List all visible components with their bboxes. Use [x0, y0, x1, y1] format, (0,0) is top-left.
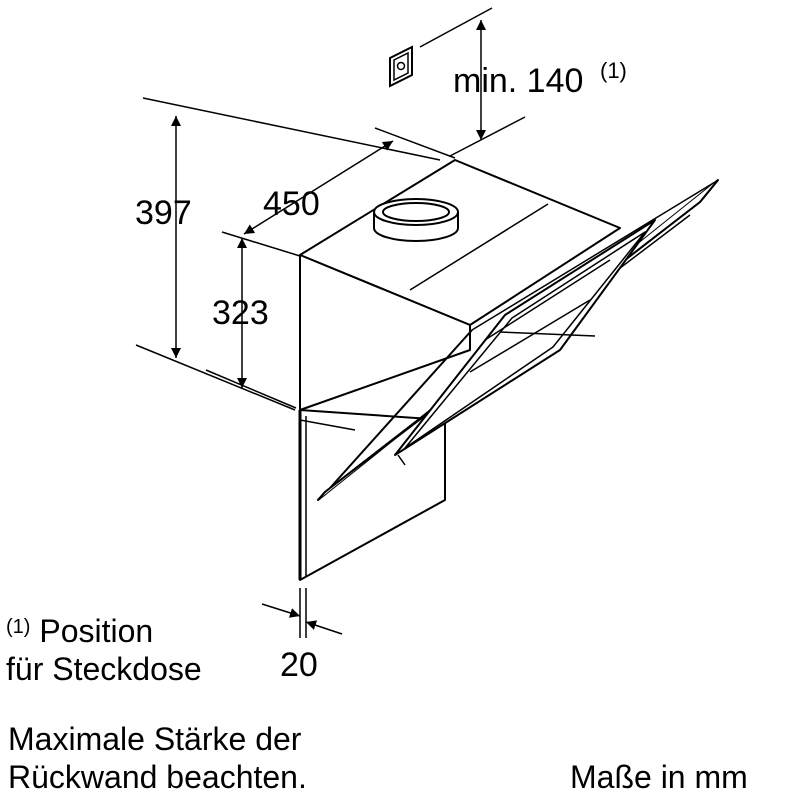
footnote-socket-position: (1) Position für Steckdose [6, 612, 202, 688]
dimension-20-label: 20 [280, 646, 318, 684]
dimension-depth [243, 127, 456, 235]
dimension-450-label: 450 [263, 185, 320, 223]
footnote-marker-superscript: (1) [600, 58, 627, 83]
hood-body [298, 159, 621, 581]
glass-panel [317, 179, 719, 501]
footnote-line-2: für Steckdose [6, 651, 202, 687]
dimension-body-height [205, 231, 301, 409]
socket-icon [389, 45, 413, 88]
dimension-wall-thickness [261, 588, 343, 638]
exhaust-collar [373, 198, 459, 242]
notice-line-2: Rückwand beachten. [8, 759, 307, 795]
dimension-min-140-label: min. 140 [453, 62, 583, 100]
dimension-323-label: 323 [212, 294, 269, 332]
notice-line-1: Maximale Stärke der [8, 721, 302, 757]
dimension-397-label: 397 [135, 194, 192, 232]
units-label: Maße in mm [570, 759, 748, 795]
dimension-socket-height [419, 7, 526, 157]
footnote-line-1: Position [39, 613, 154, 649]
footnote-marker: (1) [6, 616, 31, 638]
back-wall-notice: Maximale Stärke der Rückwand beachten. [8, 720, 307, 796]
